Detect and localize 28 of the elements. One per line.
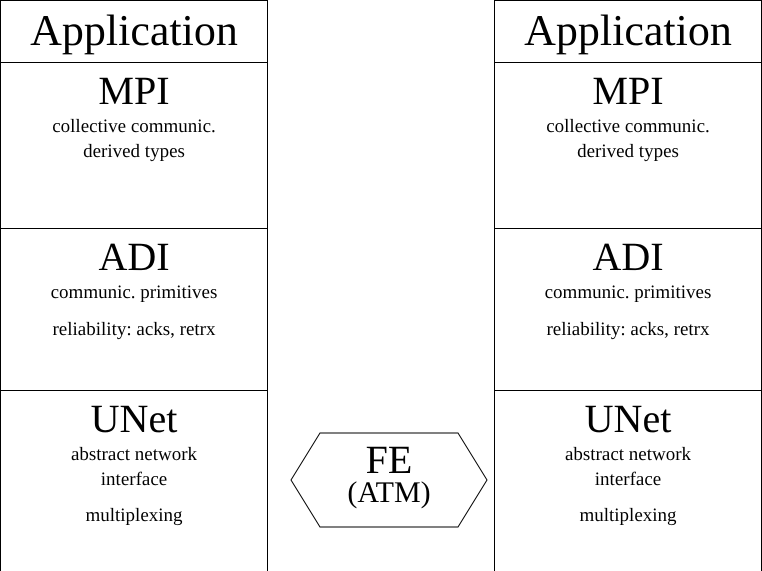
layer-description: multiplexing [578, 504, 678, 528]
layer-description: collective communic. derived types [545, 115, 711, 164]
layer-title: MPI [97, 71, 171, 111]
layer-description: multiplexing [84, 504, 184, 528]
layer-description: collective communic. derived types [51, 115, 217, 164]
layer-box [0, 228, 268, 391]
node-title: FE [366, 440, 412, 480]
layer-description: reliability: acks, retrx [51, 318, 217, 342]
layer-description: abstract network interface [70, 443, 198, 492]
layer-title: ADI [591, 237, 665, 277]
layer-description: communic. primitives [544, 281, 712, 305]
layer-box [494, 62, 762, 229]
node-subtitle: (ATM) [346, 478, 432, 508]
layer-description: communic. primitives [50, 281, 218, 305]
layer-description: reliability: acks, retrx [545, 318, 711, 342]
layer-title: MPI [591, 71, 665, 111]
layer-box [0, 390, 268, 571]
layer-title: ADI [97, 237, 171, 277]
layer-description: abstract network interface [564, 443, 692, 492]
layer-title: Application [523, 9, 733, 53]
layer-box [494, 228, 762, 391]
layer-box [494, 390, 762, 571]
layer-box [0, 0, 268, 63]
layer-title: Application [29, 9, 239, 53]
layer-title: UNet [90, 399, 178, 439]
layer-title: UNet [584, 399, 672, 439]
layer-box [0, 62, 268, 229]
layer-box [494, 0, 762, 63]
